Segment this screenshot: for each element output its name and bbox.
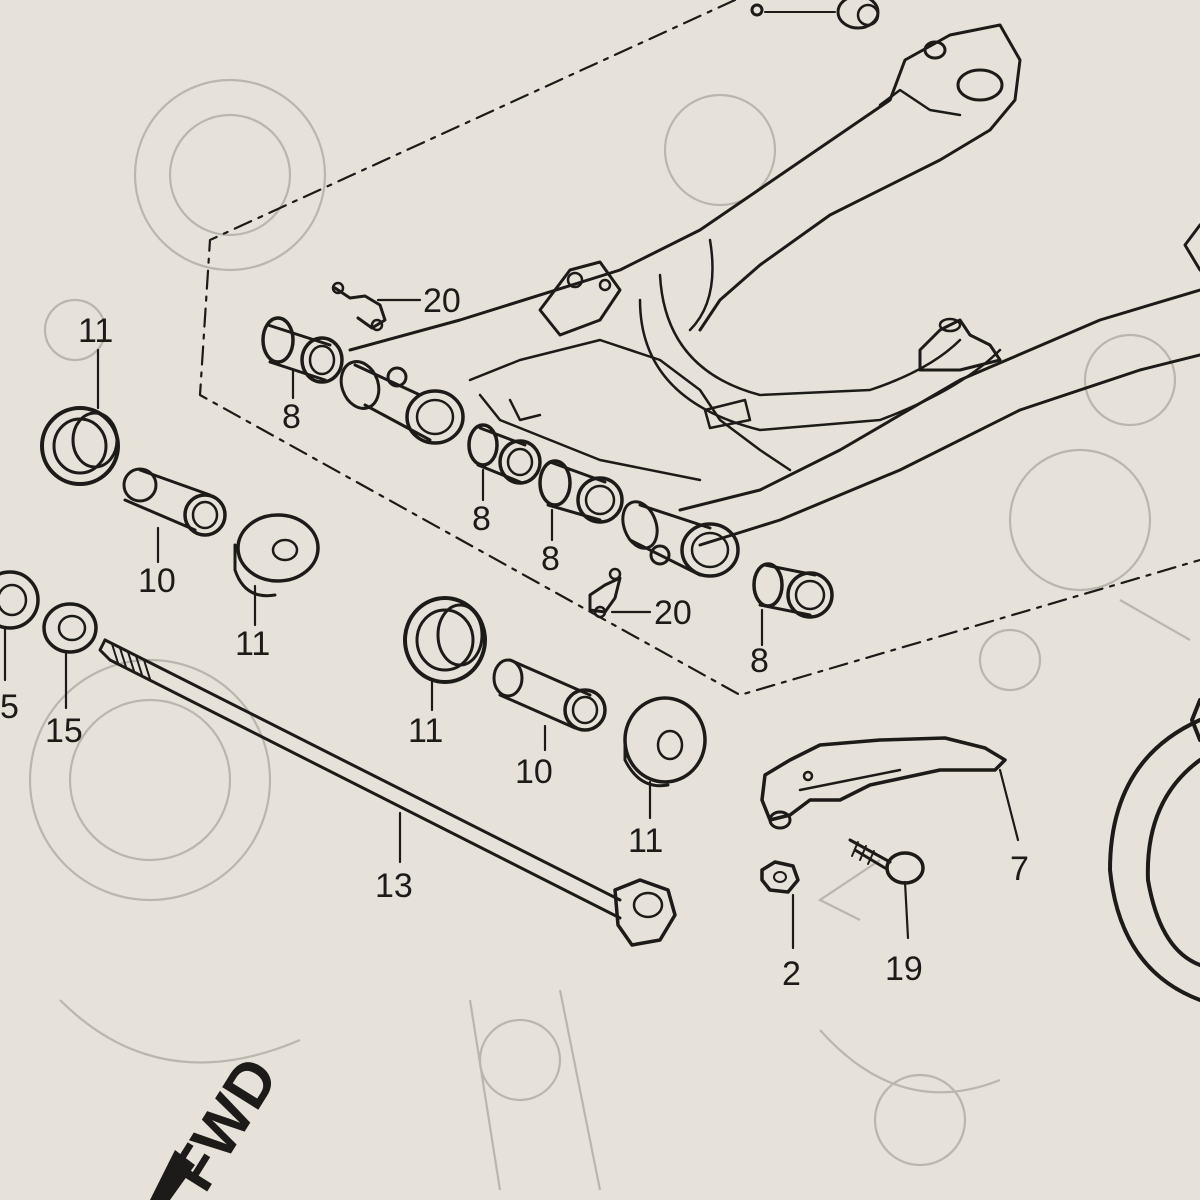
callout-11-b: 11 xyxy=(235,625,270,663)
callout-11-c: 11 xyxy=(408,712,443,750)
bushing-8-a xyxy=(261,316,344,384)
bushing-8-b xyxy=(467,423,542,485)
spacer-11-b xyxy=(233,513,320,598)
grease-fitting-20-b xyxy=(588,567,622,619)
callout-8-c: 8 xyxy=(541,540,560,578)
grease-fitting-20-a xyxy=(331,281,387,332)
callout-8-b: 8 xyxy=(472,500,491,538)
fwd-label: FWD xyxy=(158,1046,291,1200)
callout-20-a: 20 xyxy=(423,282,461,320)
chain-guide-7 xyxy=(760,736,1007,830)
washer-15 xyxy=(42,602,98,654)
top-fastener xyxy=(750,0,880,30)
callout-8-d: 8 xyxy=(750,642,769,680)
pivot-tube-left xyxy=(339,360,465,445)
callout-19: 19 xyxy=(885,950,923,988)
bushing-8-c xyxy=(538,459,624,524)
rear-tire-partial xyxy=(1108,698,1200,1002)
collar-10-a xyxy=(122,467,227,537)
callout-7: 7 xyxy=(1010,850,1029,888)
fwd-direction-marker: FWD xyxy=(150,1046,292,1200)
bushing-8-d xyxy=(752,562,834,619)
callout-2: 2 xyxy=(782,955,801,993)
spacer-11-d xyxy=(623,696,707,788)
leader-lines xyxy=(3,298,1020,950)
callout-15: 15 xyxy=(45,712,83,750)
nut-2 xyxy=(760,860,800,894)
callout-11-a: 11 xyxy=(78,312,113,350)
oil-seal-11-a xyxy=(40,406,120,486)
callout-labels: 20 11 8 8 8 20 8 10 11 5 15 11 10 11 13 … xyxy=(0,282,1029,993)
bleed-through-background xyxy=(28,78,1191,1191)
callout-8-a: 8 xyxy=(282,398,301,436)
callout-13: 13 xyxy=(375,867,413,905)
washer-5 xyxy=(0,570,40,630)
swingarm xyxy=(348,23,1200,547)
assembly-boundary-dashed xyxy=(198,0,1200,697)
callout-10-b: 10 xyxy=(515,753,553,791)
pivot-bolt-13 xyxy=(98,638,677,947)
callout-5: 5 xyxy=(0,688,19,726)
oil-seal-11-c xyxy=(403,596,487,684)
collar-10-b xyxy=(492,658,607,732)
pivot-tube-right xyxy=(621,500,740,578)
callout-20-b: 20 xyxy=(654,594,692,632)
callout-10-a: 10 xyxy=(138,562,176,600)
bolt-19 xyxy=(848,838,925,885)
callout-11-d: 11 xyxy=(628,822,663,860)
